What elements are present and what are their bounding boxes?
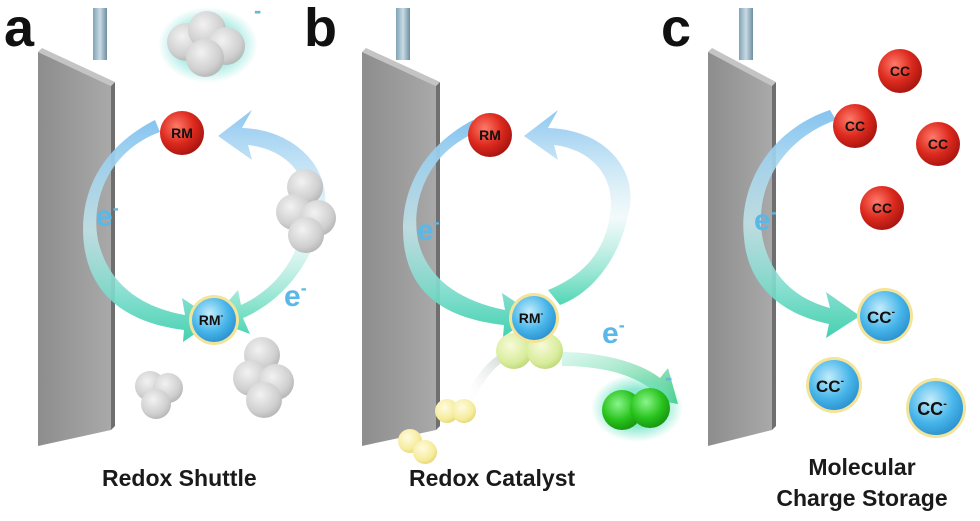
cc-node-2: CC	[833, 104, 877, 148]
rm-reduced-charge-b: -	[540, 308, 543, 318]
panel-b: b RM e- e-	[304, 0, 683, 491]
rm-label: RM	[171, 125, 193, 141]
electrode-plate	[362, 52, 436, 446]
svg-text:RM-: RM-	[199, 310, 224, 328]
cc-node-3: CC	[916, 122, 960, 166]
cluster-charge-a: -	[254, 0, 261, 23]
electrode-plate	[708, 52, 772, 446]
green-product: -	[591, 365, 683, 442]
cc-label: CC	[872, 200, 892, 216]
cc-reduced-node-2: CC-	[806, 357, 862, 413]
cc-reduced-charge: -	[943, 398, 947, 410]
electron-charge-right-b: -	[619, 315, 625, 335]
electrode-top-edge	[38, 48, 115, 86]
rm-oxidized-b: RM	[468, 113, 512, 157]
panel-letter-b: b	[304, 0, 337, 58]
yellow-pair-2	[398, 429, 437, 464]
svg-text:e-: e-	[754, 202, 777, 237]
charging-arrow-c	[743, 110, 860, 338]
rm-reduced-node	[192, 298, 236, 342]
cc-reduced-label: CC	[917, 399, 943, 419]
rm-reduced-charge: -	[220, 310, 223, 320]
electrode-top-edge	[708, 48, 776, 86]
cc-reduced-node-3: CC-	[906, 378, 966, 438]
rm-label: RM	[479, 127, 501, 143]
cc-node-4: CC	[860, 186, 904, 230]
cc-label: CC	[845, 118, 865, 134]
cycle-arrow-right	[212, 110, 326, 334]
transfer-arrow-b	[562, 352, 678, 404]
rm-node	[160, 111, 204, 155]
cycle-arrow-left	[403, 120, 535, 337]
cycle-arrow-left	[83, 120, 215, 342]
electrode-side	[772, 82, 776, 430]
svg-text:e-: e-	[284, 278, 307, 313]
rm-reduced-label-b: RM	[519, 310, 541, 326]
cc-reduced-label: CC	[816, 377, 841, 396]
electrode-side	[111, 82, 115, 430]
cc-reduced-node-1: CC-	[857, 288, 913, 344]
panel-letter-c: c	[661, 0, 691, 58]
rm-reduced-b: RM-	[509, 293, 559, 343]
rm-reduced-a: RM-	[189, 295, 239, 345]
cycle-arrow-right	[524, 110, 631, 305]
caption-a: Redox Shuttle	[102, 465, 257, 491]
charged-cluster-a: -	[158, 0, 261, 83]
caption-c-line1: Molecular	[808, 454, 915, 480]
cc-node-1: CC	[878, 49, 922, 93]
electrode-c	[708, 8, 776, 446]
caption-b: Redox Catalyst	[409, 465, 576, 491]
cc-reduced-charge: -	[892, 307, 895, 318]
grey-cluster-bottom-left-a	[135, 371, 183, 419]
grey-cluster-bottom-right-a	[233, 337, 294, 418]
caption-c-line2: Charge Storage	[776, 485, 947, 511]
panel-letter-a: a	[4, 0, 35, 58]
release-arrow-b	[466, 354, 505, 402]
svg-text:CC-: CC-	[867, 307, 895, 327]
svg-text:e-: e-	[96, 198, 119, 233]
yellow-pair-1	[435, 399, 476, 423]
svg-text:CC-: CC-	[917, 398, 947, 419]
electrode-rod	[93, 8, 107, 60]
electron-charge-left-a: -	[113, 198, 119, 218]
electron-charge-c: -	[771, 202, 777, 222]
panel-a: a RM RM- e- e-	[4, 0, 336, 491]
product-charge-b: -	[665, 365, 672, 390]
cc-label: CC	[890, 63, 910, 79]
panel-c: c e- CC CC CC CC	[661, 0, 966, 511]
electrode-rod	[739, 8, 753, 60]
cc-label: CC	[928, 136, 948, 152]
cc-reduced-label: CC	[867, 308, 892, 327]
svg-text:e-: e-	[602, 315, 625, 350]
electrode-side	[436, 82, 440, 430]
grey-cluster-right-a	[276, 169, 336, 253]
svg-text:CC-: CC-	[816, 376, 844, 396]
electron-label-right-b: e	[602, 317, 619, 350]
electrode-b	[362, 8, 440, 446]
electron-label-left-a: e	[96, 200, 113, 233]
electron-label-c: e	[754, 204, 771, 237]
svg-text:e-: e-	[417, 212, 440, 247]
electron-charge-left-b: -	[434, 212, 440, 232]
svg-text:RM-: RM-	[519, 308, 544, 326]
electron-label-right-a: e	[284, 280, 301, 313]
electron-label-left-b: e	[417, 214, 434, 247]
electrode-plate	[38, 52, 111, 446]
electrode-rod	[396, 8, 410, 60]
electrode-top-edge	[362, 48, 440, 86]
cc-reduced-charge: -	[841, 376, 844, 387]
rm-oxidized-a: RM	[160, 111, 204, 155]
rm-reduced-label: RM	[199, 312, 221, 328]
electron-charge-right-a: -	[301, 278, 307, 298]
